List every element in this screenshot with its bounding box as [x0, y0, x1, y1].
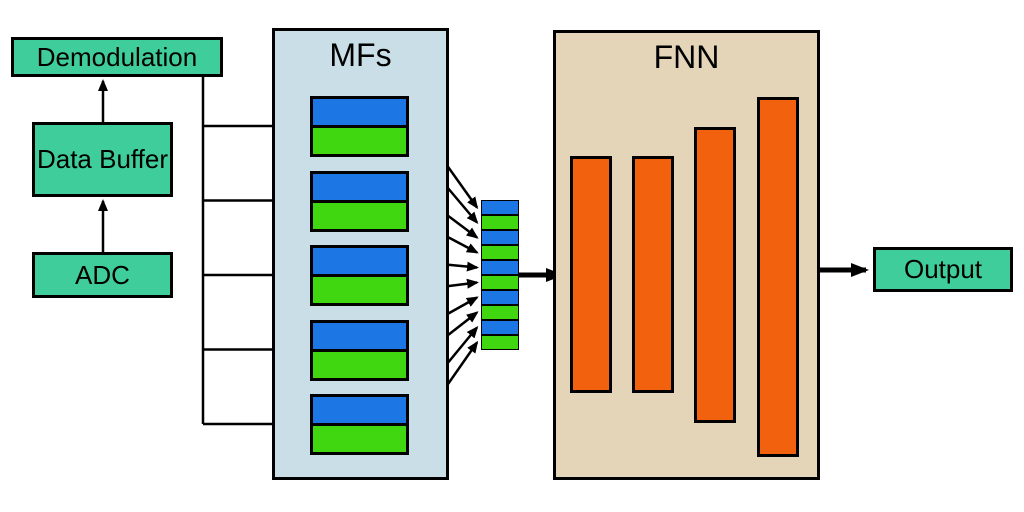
- feature-vector: [481, 200, 519, 350]
- feature-cell-8: [481, 305, 519, 320]
- feature-cell-6: [481, 275, 519, 290]
- mf-green-segment: [313, 202, 406, 229]
- data-buffer-block: Data Buffer: [32, 122, 173, 197]
- adc-block: ADC: [32, 252, 173, 298]
- feature-cell-9: [481, 320, 519, 335]
- adc-label: ADC: [75, 259, 130, 290]
- matched-filter-3: [310, 245, 409, 306]
- matched-filter-1: [310, 96, 409, 157]
- feature-cell-4: [481, 245, 519, 260]
- mf-blue-segment: [313, 173, 406, 203]
- matched-filter-5: [310, 394, 409, 455]
- mf-blue-segment: [313, 397, 406, 426]
- feature-cell-5: [481, 260, 519, 275]
- feature-cell-7: [481, 290, 519, 305]
- fnn-title: FNN: [653, 39, 720, 75]
- output-label: Output: [903, 254, 983, 285]
- feature-cell-3: [481, 230, 519, 245]
- mf-green-segment: [313, 351, 406, 378]
- output-block: Output: [873, 247, 1013, 292]
- fnn-layer-bar-2: [632, 156, 674, 393]
- mf-blue-segment: [313, 99, 406, 128]
- fnn-layer-bar-1: [570, 156, 612, 393]
- matched-filter-4: [310, 319, 409, 381]
- fnn-layer-bar-4: [757, 97, 799, 457]
- feature-cell-2: [481, 215, 519, 230]
- mf-green-segment: [313, 426, 406, 452]
- demodulation-label: Demodulation: [36, 41, 198, 72]
- mf-green-segment: [313, 277, 406, 303]
- mfs-title: MFs: [329, 37, 392, 73]
- data-buffer-label: Data Buffer: [36, 144, 169, 175]
- demodulation-block: Demodulation: [11, 37, 223, 77]
- mf-blue-segment: [313, 322, 406, 352]
- mf-blue-segment: [313, 248, 406, 277]
- feature-cell-1: [481, 200, 519, 215]
- feature-cell-10: [481, 335, 519, 350]
- fnn-layer-bar-3: [694, 127, 736, 423]
- mf-green-segment: [313, 128, 406, 154]
- matched-filter-2: [310, 170, 409, 232]
